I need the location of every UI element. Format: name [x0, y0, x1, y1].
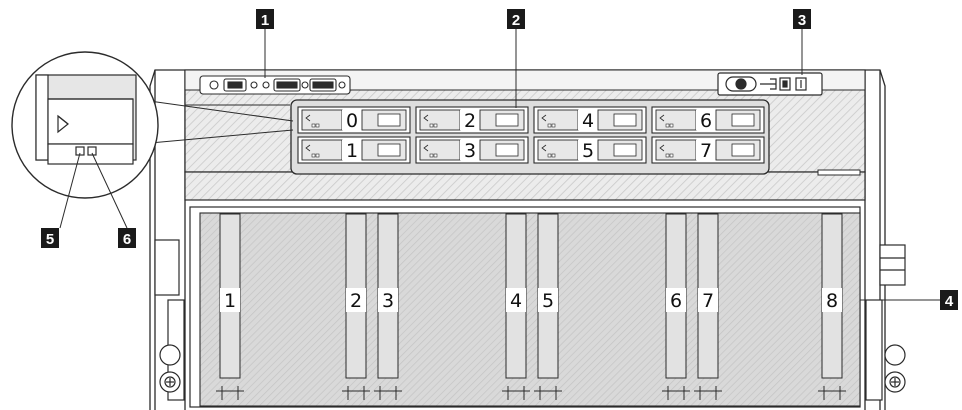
left-rack-handle — [154, 239, 185, 401]
gpu-slot[interactable]: 6 — [662, 213, 690, 400]
gpu-slot-label: 6 — [670, 290, 682, 312]
gpu-slot[interactable]: 4 — [502, 213, 530, 400]
gpu-slot[interactable]: 1 — [216, 213, 244, 400]
gpu-slot[interactable]: 7 — [694, 213, 722, 400]
callout-2: 2 — [507, 9, 525, 29]
gpu-slot[interactable]: 2 — [342, 213, 370, 400]
drive-bay-label: 6 — [700, 110, 712, 132]
drive-bay-label: 3 — [464, 140, 476, 162]
drive-bay[interactable]: 3 — [415, 136, 529, 164]
drive-bays: 0 2 4 6 1 3 5 7 — [297, 106, 765, 164]
svg-text:6: 6 — [123, 231, 131, 248]
svg-text:1: 1 — [261, 12, 269, 29]
gpu-slot[interactable]: 3 — [374, 213, 402, 400]
callout-6: 6 — [118, 228, 136, 248]
drive-bay[interactable]: 4 — [533, 106, 647, 134]
svg-text:2: 2 — [512, 12, 520, 29]
gpu-slot[interactable]: 5 — [534, 213, 562, 400]
drive-bay[interactable]: 5 — [533, 136, 647, 164]
callout-4: 4 — [940, 290, 958, 310]
drive-bay[interactable]: 0 — [297, 106, 411, 134]
gpu-slot-label: 4 — [510, 290, 522, 312]
gpu-slot-label: 3 — [382, 290, 394, 312]
drive-bay-label: 2 — [464, 110, 476, 132]
callout-3: 3 — [793, 9, 811, 29]
drive-bay[interactable]: 6 — [651, 106, 765, 134]
gpu-slot-label: 1 — [224, 290, 236, 312]
drive-bay[interactable]: 1 — [297, 136, 411, 164]
right-rack-handle — [865, 244, 906, 401]
operator-panel — [717, 72, 823, 96]
drive-led-magnifier — [11, 51, 159, 199]
gpu-slot-label: 5 — [542, 290, 554, 312]
drive-bay-label: 7 — [700, 140, 712, 162]
svg-text:5: 5 — [46, 231, 54, 248]
drive-bay[interactable]: 2 — [415, 106, 529, 134]
drive-bay-label: 4 — [582, 110, 594, 132]
gpu-slot-label: 7 — [702, 290, 714, 312]
svg-text:3: 3 — [798, 12, 806, 29]
svg-text:4: 4 — [945, 293, 954, 310]
callout-leaders — [59, 28, 940, 301]
front-io-module — [199, 75, 351, 95]
drive-bay-label: 0 — [346, 110, 358, 132]
drive-bay-label: 1 — [346, 140, 358, 162]
drive-bay[interactable]: 7 — [651, 136, 765, 164]
drive-bay-label: 5 — [582, 140, 594, 162]
gpu-slot[interactable]: 8 — [818, 213, 846, 400]
gpu-slot-label: 2 — [350, 290, 362, 312]
gpu-slot-label: 8 — [826, 290, 838, 312]
callout-5: 5 — [41, 228, 59, 248]
callout-1: 1 — [256, 9, 274, 29]
